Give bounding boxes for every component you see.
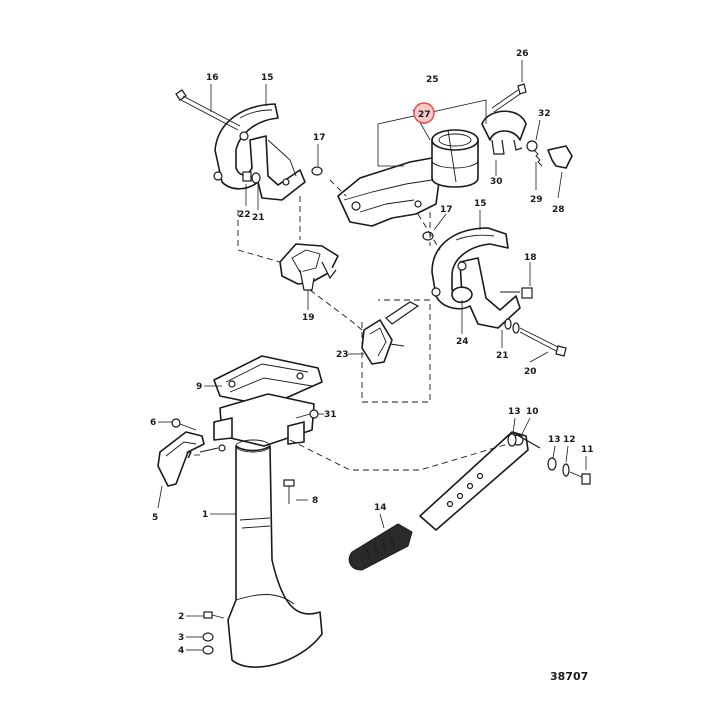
tiller-grip [348, 523, 413, 571]
washer-13b [547, 457, 557, 471]
callout-3[interactable]: 3 [178, 633, 184, 643]
drive-shaft-housing-top [213, 393, 315, 447]
callout-21[interactable]: 21 [252, 213, 265, 223]
callout-23[interactable]: 23 [336, 350, 349, 360]
callout-4[interactable]: 4 [178, 646, 184, 656]
callout-labels: 16 15 17 22 21 19 25 26 27 32 30 29 28 1… [150, 49, 594, 656]
screw-6 [171, 418, 197, 431]
tiller-bracket [157, 431, 205, 487]
lock-knob [547, 145, 573, 169]
callout-8[interactable]: 8 [312, 496, 318, 506]
leg-housing [227, 439, 323, 668]
callout-13b[interactable]: 13 [548, 435, 561, 445]
nut-4 [202, 645, 214, 655]
callout-31[interactable]: 31 [324, 410, 337, 420]
swivel-bushing [431, 129, 479, 188]
callout-17[interactable]: 17 [313, 133, 326, 143]
screw-8 [283, 479, 295, 504]
callout-2[interactable]: 2 [178, 612, 184, 622]
callout-leaders [157, 60, 587, 651]
mounting-plate [213, 355, 323, 407]
swivel-bracket [337, 157, 441, 227]
clamp-ring [481, 110, 527, 155]
tiller-arm [419, 431, 541, 531]
callout-10[interactable]: 10 [526, 407, 539, 417]
callout-13[interactable]: 13 [508, 407, 521, 417]
callout-29[interactable]: 29 [530, 195, 543, 205]
clamp-bracket-right [431, 227, 521, 329]
callout-27-highlight[interactable]: 27 [413, 102, 435, 124]
callout-15b[interactable]: 15 [474, 199, 487, 209]
ring-screw [491, 83, 527, 113]
callout-7[interactable]: 7 [186, 451, 192, 461]
lock-nut [526, 140, 538, 152]
washer [311, 166, 323, 176]
callout-28[interactable]: 28 [552, 205, 565, 215]
callout-5[interactable]: 5 [152, 513, 158, 523]
bracket-screw [500, 287, 533, 299]
highlight-ring [413, 102, 435, 124]
callout-11[interactable]: 11 [581, 445, 594, 455]
drawing-reference-number: 38707 [550, 670, 588, 683]
callout-27[interactable]: 27 [418, 110, 431, 120]
callout-12[interactable]: 12 [563, 435, 576, 445]
clamp-bracket-left [213, 103, 306, 201]
callout-22[interactable]: 22 [238, 210, 251, 220]
long-clamp-screw [504, 318, 567, 357]
callout-17b[interactable]: 17 [440, 205, 453, 215]
callout-30[interactable]: 30 [490, 177, 503, 187]
washer-12 [562, 463, 570, 477]
screw-7 [199, 444, 226, 453]
washer-13 [507, 433, 517, 447]
clamp-screw [175, 89, 241, 131]
washer-3 [202, 632, 214, 642]
swivel-link [279, 243, 339, 291]
callout-21b[interactable]: 21 [496, 351, 509, 361]
callout-6[interactable]: 6 [150, 418, 156, 428]
spring [533, 149, 543, 167]
callout-9[interactable]: 9 [196, 382, 202, 392]
nut-and-washer [242, 171, 261, 184]
callout-24[interactable]: 24 [456, 337, 469, 347]
callout-25[interactable]: 25 [426, 75, 439, 85]
callout-14[interactable]: 14 [374, 503, 387, 513]
callout-1[interactable]: 1 [202, 510, 208, 520]
screw-2 [203, 611, 225, 619]
screw-11 [569, 471, 591, 485]
callout-32[interactable]: 32 [538, 109, 551, 119]
anode-group [361, 299, 431, 403]
callout-19[interactable]: 19 [302, 313, 315, 323]
callout-16[interactable]: 16 [206, 73, 219, 83]
callout-20[interactable]: 20 [524, 367, 537, 377]
callout-15[interactable]: 15 [261, 73, 274, 83]
callout-26[interactable]: 26 [516, 49, 529, 59]
callout-18[interactable]: 18 [524, 253, 537, 263]
